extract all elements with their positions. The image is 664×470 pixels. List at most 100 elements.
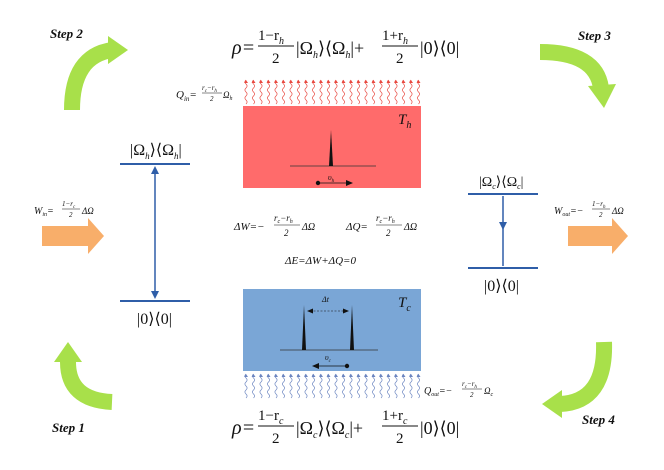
cold-heat-arrow-head — [386, 374, 391, 377]
hot-heat-arrow — [244, 79, 248, 105]
hot-heat-arrow-head — [304, 80, 308, 83]
svg-text:Wout=−: Wout=− — [554, 206, 584, 218]
cold-heat-arrow-head — [409, 374, 413, 377]
hot-heat-arrow-head — [266, 80, 271, 83]
cold-heat-arrow-head — [296, 374, 301, 377]
hot-frequency-arrow — [315, 180, 353, 186]
hot-heat-arrow — [267, 79, 270, 105]
svg-text:Ωh: Ωh — [223, 90, 233, 102]
cold-heat-arrow-head — [394, 374, 398, 377]
hot-heat-arrow-head — [289, 80, 293, 83]
cold-state-equation: ρ= 1−rc 2 |Ωc⟩⟨Ωc|+ 1+rc 2 |0⟩⟨0| — [231, 408, 459, 447]
q-out-label: Qout=− rc−rh 2 Ωc — [424, 380, 494, 399]
hot-heat-arrow — [312, 79, 315, 105]
hot-heat-arrow — [387, 79, 390, 105]
svg-text:Qout=−: Qout=− — [424, 386, 452, 398]
svg-text:1−rh: 1−rh — [258, 28, 284, 47]
svg-text:Ωc: Ωc — [484, 386, 494, 398]
cold-heat-arrow — [379, 373, 383, 399]
left-ground-state: |0⟩⟨0| — [137, 311, 172, 328]
w-in-label: Win= 1−rc 2 ΔΩ — [34, 200, 94, 219]
cold-heat-arrow — [312, 373, 315, 399]
q-in-label: Qin= rc−rh 2 Ωh — [176, 84, 233, 103]
cold-frequency-arrow — [312, 363, 350, 369]
hot-heat-arrow — [327, 79, 330, 105]
cold-heat-arrow-head — [266, 374, 271, 377]
svg-text:ΔW=−: ΔW=− — [233, 221, 264, 233]
hot-heat-arrow — [282, 79, 285, 105]
hot-heat-arrow — [379, 79, 383, 105]
hot-heat-arrow — [289, 79, 293, 105]
w-out-label: Wout=− 1−rh 2 ΔΩ — [554, 200, 624, 219]
hot-state-equation: ρ= 1−rh 2 |Ωh⟩⟨Ωh|+ 1+rh 2 |0⟩⟨0| — [231, 28, 459, 67]
hot-heat-arrow — [417, 79, 420, 105]
hot-heat-arrow-head — [371, 80, 376, 83]
step2-arrow — [64, 36, 128, 111]
hot-heat-arrow — [252, 79, 255, 105]
hot-heat-arrow — [319, 79, 323, 105]
cold-heat-arrow — [289, 373, 293, 399]
hot-heat-arrow-head — [251, 80, 256, 83]
cold-heat-arrow — [252, 373, 255, 399]
svg-text:1+rh: 1+rh — [382, 28, 408, 47]
cold-heat-arrow-head — [319, 374, 323, 377]
svg-text:2: 2 — [470, 391, 474, 399]
cold-heat-arrow-head — [349, 374, 353, 377]
delta-w-equation: ΔW=− rc−rh 2 ΔΩ — [233, 213, 315, 238]
hot-heat-arrow-head — [416, 80, 421, 83]
cold-bath — [243, 289, 421, 371]
hot-heat-arrow-head — [334, 80, 338, 83]
svg-text:1−rc: 1−rc — [258, 408, 284, 427]
svg-text:Qin=: Qin= — [176, 89, 197, 103]
svg-text:Win=: Win= — [34, 206, 54, 218]
hot-heat-arrow-head — [281, 80, 286, 83]
right-excited-state: |Ωc⟩⟨Ωc| — [479, 175, 523, 191]
cold-heat-arrow — [402, 373, 405, 399]
svg-text:ΔΩ: ΔΩ — [611, 206, 624, 216]
hot-heat-arrow-head — [341, 80, 346, 83]
cold-heat-arrow — [364, 373, 368, 399]
svg-text:ΔΩ: ΔΩ — [403, 222, 417, 233]
hot-heat-arrow — [342, 79, 345, 105]
w-out-arrow — [568, 218, 628, 254]
hot-heat-arrow — [304, 79, 308, 105]
svg-text:rc−rh: rc−rh — [376, 213, 395, 225]
hot-heat-arrow-head — [296, 80, 301, 83]
svg-text:1−rc: 1−rc — [62, 200, 76, 210]
svg-text:rc−rh: rc−rh — [462, 380, 477, 390]
cold-heat-arrow-head — [304, 374, 308, 377]
svg-text:2: 2 — [284, 228, 289, 238]
hot-heat-arrow-head — [319, 80, 323, 83]
w-in-arrow — [42, 218, 104, 254]
cold-heat-arrow — [244, 373, 248, 399]
cold-heat-arrow-head — [326, 374, 331, 377]
svg-text:ΔΩ: ΔΩ — [81, 206, 94, 216]
cold-heat-arrow — [334, 373, 338, 399]
svg-text:ρ=: ρ= — [231, 417, 255, 439]
cold-heat-arrow — [304, 373, 308, 399]
cold-frequency-label: υc — [325, 353, 332, 364]
hot-heat-arrow-head — [274, 80, 278, 83]
hot-heat-arrow-head — [379, 80, 383, 83]
svg-text:|0⟩⟨0|: |0⟩⟨0| — [420, 418, 459, 438]
cold-heat-arrow-head — [244, 374, 248, 377]
right-energy-levels — [468, 193, 538, 269]
hot-heat-arrow — [349, 79, 353, 105]
cold-spectrum — [280, 305, 378, 351]
hot-heat-arrow-head — [409, 80, 413, 83]
svg-text:rc−rh: rc−rh — [202, 84, 217, 94]
hot-heat-arrow — [274, 79, 278, 105]
cold-heat-arrow-head — [364, 374, 368, 377]
right-ground-state: |0⟩⟨0| — [484, 278, 519, 295]
hot-heat-arrow — [334, 79, 338, 105]
svg-text:2: 2 — [272, 51, 280, 67]
hot-heat-arrow-head — [311, 80, 316, 83]
cold-heat-arrow — [349, 373, 353, 399]
step2-label: Step 2 — [50, 26, 83, 41]
hot-heat-arrow — [409, 79, 413, 105]
cold-heat-arrow-head — [281, 374, 286, 377]
step1-label: Step 1 — [52, 420, 85, 435]
cold-heat-arrow-head — [371, 374, 376, 377]
left-excited-state: |Ωh⟩⟨Ωh| — [130, 142, 182, 161]
